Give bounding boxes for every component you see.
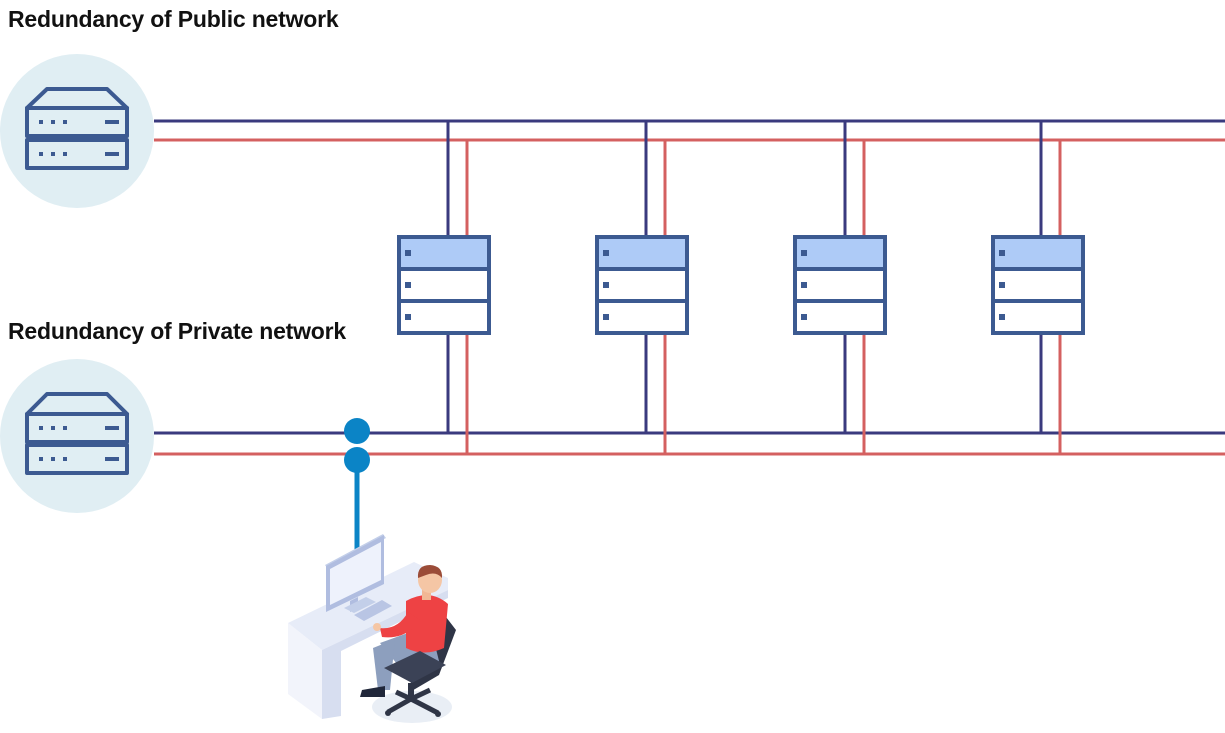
server-4 <box>991 235 1085 335</box>
private-network-bus <box>154 431 1225 456</box>
server-drops <box>446 121 1062 454</box>
server-rack-icon <box>793 235 887 335</box>
private-switch-bg <box>0 359 154 513</box>
server-rack-icon <box>595 235 689 335</box>
public-network-title: Redundancy of Public network <box>8 6 339 32</box>
redundant-connection-node <box>344 447 370 473</box>
operator-at-workstation-icon <box>288 534 456 723</box>
server-2 <box>595 235 689 335</box>
primary-connection-node <box>344 418 370 444</box>
private-switch <box>0 359 154 513</box>
public-switch-bg <box>0 54 154 208</box>
server-1 <box>397 235 491 335</box>
server-rack-icon <box>397 235 491 335</box>
operator-connection <box>344 418 370 552</box>
server-rack-icon <box>991 235 1085 335</box>
public-network-bus <box>154 119 1225 142</box>
private-network-title: Redundancy of Private network <box>8 318 346 344</box>
network-switch-icon <box>25 87 129 170</box>
server-3 <box>793 235 887 335</box>
public-switch <box>0 54 154 208</box>
network-switch-icon <box>25 392 129 475</box>
